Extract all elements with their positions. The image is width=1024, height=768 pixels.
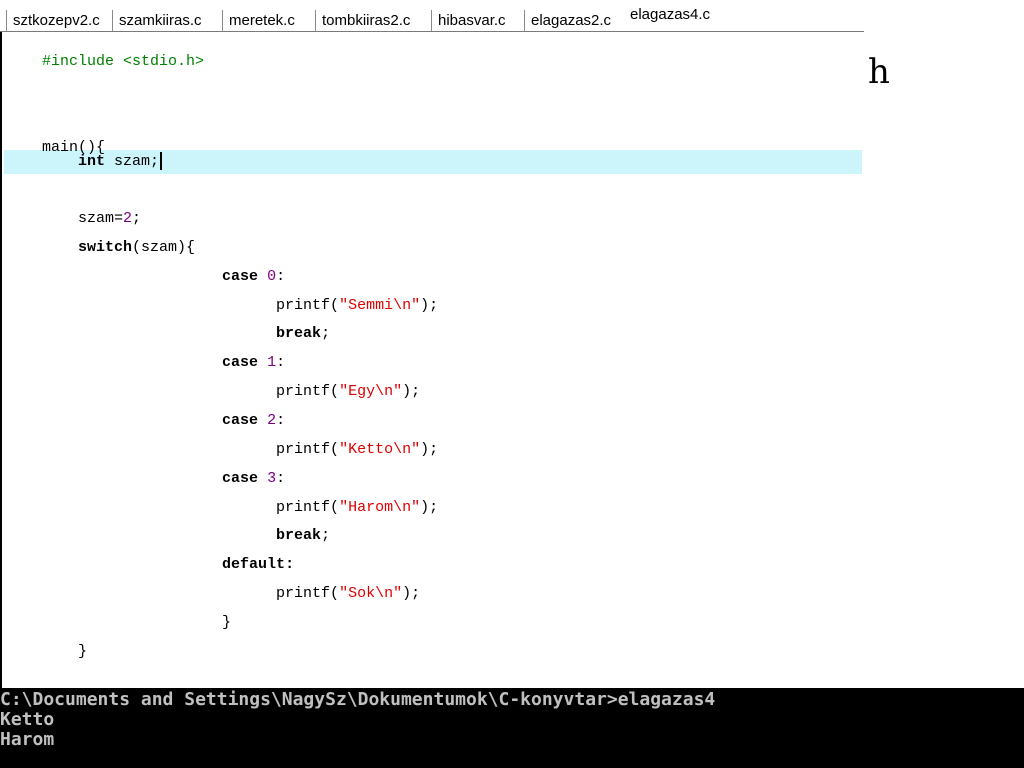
tab-hibasvar[interactable]: hibasvar.c xyxy=(431,10,524,32)
printf-call: printf( xyxy=(276,585,340,602)
printf-close: ); xyxy=(402,585,421,602)
code-line-9: printf("Semmi\n"); xyxy=(6,296,438,316)
case-colon: : xyxy=(285,556,295,573)
string-literal: "Ketto\n" xyxy=(339,441,421,458)
keyword-break: break xyxy=(276,325,322,342)
printf-close: ); xyxy=(402,383,421,400)
code-line-10: break; xyxy=(6,324,330,344)
console-window: C:\Documents and Settings\NagySz\Dokumen… xyxy=(0,688,1024,768)
keyword-case: case xyxy=(222,268,259,285)
tab-elagazas2[interactable]: elagazas2.c xyxy=(524,10,626,32)
code-editor[interactable]: #include <stdio.h> main(){ int szam; sza… xyxy=(0,32,864,688)
code-line-1: #include <stdio.h> xyxy=(6,32,204,70)
main-declaration: main(){ xyxy=(42,139,106,156)
statement-end: ; xyxy=(321,527,331,544)
tab-szamkiiras[interactable]: szamkiiras.c xyxy=(112,10,222,32)
string-literal: "Harom\n" xyxy=(339,499,421,516)
tab-tombkiiras2[interactable]: tombkiiras2.c xyxy=(315,10,431,32)
code-line-8: case 0: xyxy=(6,267,285,287)
tab-meretek[interactable]: meretek.c xyxy=(222,10,315,32)
keyword-default: default xyxy=(222,556,286,573)
printf-call: printf( xyxy=(276,383,340,400)
printf-call: printf( xyxy=(276,441,340,458)
variable-declaration: szam; xyxy=(105,153,160,170)
code-line-19: printf("Sok\n"); xyxy=(6,584,420,604)
code-line-6: szam=2; xyxy=(6,209,141,229)
switch-expression: (szam){ xyxy=(132,239,196,256)
code-line-15: case 3: xyxy=(6,469,285,489)
code-line-17: break; xyxy=(6,526,330,546)
code-line-20: } xyxy=(6,613,231,633)
number-literal: 0 xyxy=(267,268,277,285)
statement-end: ; xyxy=(321,325,331,342)
number-literal: 2 xyxy=(123,210,133,227)
switch-close-brace: } xyxy=(222,614,232,631)
preprocessor-directive: #include <stdio.h> xyxy=(42,53,205,70)
code-line-16: printf("Harom\n"); xyxy=(6,498,438,518)
text-caret xyxy=(160,152,163,171)
assign-target: szam= xyxy=(78,210,124,227)
current-line-highlight xyxy=(4,150,862,174)
code-line-11: case 1: xyxy=(6,353,285,373)
number-literal: 1 xyxy=(267,354,277,371)
keyword-int: int xyxy=(78,153,106,170)
printf-close: ); xyxy=(420,297,439,314)
code-line-7: switch(szam){ xyxy=(6,238,195,258)
code-line-13: case 2: xyxy=(6,411,285,431)
case-colon: : xyxy=(276,354,286,371)
console-command-line: C:\Documents and Settings\NagySz\Dokumen… xyxy=(0,689,716,710)
tab-elagazas4[interactable]: elagazas4.c xyxy=(626,3,738,29)
string-literal: "Egy\n" xyxy=(339,383,403,400)
number-literal: 2 xyxy=(267,412,277,429)
code-line-21: } xyxy=(6,642,87,662)
statement-end: ; xyxy=(132,210,142,227)
printf-call: printf( xyxy=(276,297,340,314)
code-line-12: printf("Egy\n"); xyxy=(6,382,420,402)
number-literal: 3 xyxy=(267,470,277,487)
tab-sztkozepv2[interactable]: sztkozepv2.c xyxy=(6,10,112,32)
stray-character: h xyxy=(868,52,890,92)
code-line-14: printf("Ketto\n"); xyxy=(6,440,438,460)
printf-close: ); xyxy=(420,441,439,458)
keyword-case: case xyxy=(222,354,259,371)
case-colon: : xyxy=(276,412,286,429)
string-literal: "Semmi\n" xyxy=(339,297,421,314)
printf-call: printf( xyxy=(276,499,340,516)
console-output-line: Ketto xyxy=(0,709,55,730)
case-colon: : xyxy=(276,470,286,487)
keyword-case: case xyxy=(222,470,259,487)
code-line-4: int szam; xyxy=(6,152,163,172)
printf-close: ); xyxy=(420,499,439,516)
code-line-3: main(){ xyxy=(6,118,105,156)
keyword-switch: switch xyxy=(78,239,133,256)
case-colon: : xyxy=(276,268,286,285)
console-output-line: Harom xyxy=(0,729,55,750)
tab-bar-divider xyxy=(0,31,864,32)
tab-bar: sztkozepv2.c szamkiiras.c meretek.c tomb… xyxy=(0,0,864,32)
main-close-brace: } xyxy=(78,643,88,660)
keyword-break: break xyxy=(276,527,322,544)
code-line-18: default: xyxy=(6,555,294,575)
keyword-case: case xyxy=(222,412,259,429)
string-literal: "Sok\n" xyxy=(339,585,403,602)
